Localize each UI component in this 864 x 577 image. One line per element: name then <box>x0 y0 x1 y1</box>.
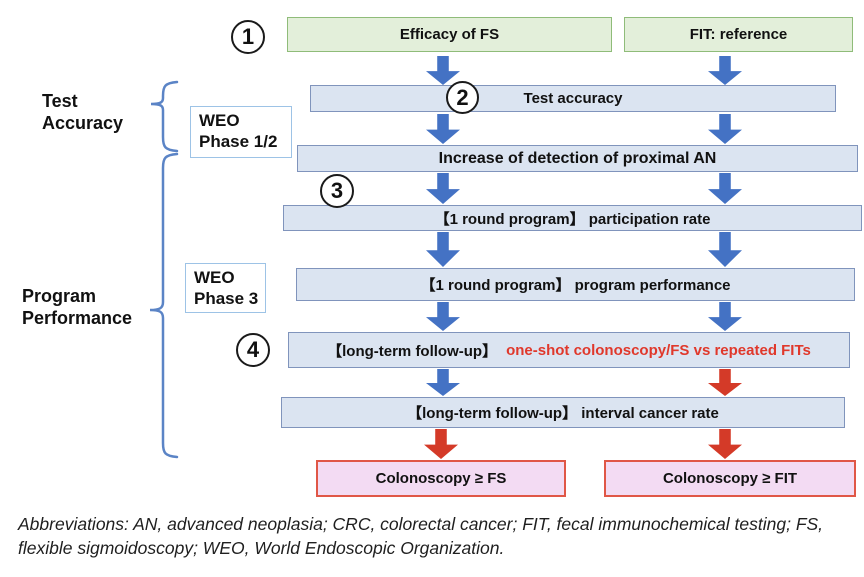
one-shot-vs-repeated-red-label: one-shot colonoscopy/FS vs repeated FITs <box>506 341 811 359</box>
weo-phase-1-2-box: WEO Phase 1/2 <box>190 106 292 158</box>
abbreviations-caption: Abbreviations: AN, advanced neoplasia; C… <box>18 512 858 560</box>
abbreviations-caption-line2: flexible sigmoidoscopy; WEO, World Endos… <box>18 538 505 559</box>
program-performance-row: 【1 round program】 program performance <box>296 268 855 301</box>
step-1-badge: 1 <box>231 20 265 54</box>
weo-phase-3-line1: WEO <box>194 268 235 287</box>
test-accuracy-row-label: Test accuracy <box>523 90 623 107</box>
program-performance-row-label: 【1 round program】 program performance <box>420 277 731 294</box>
participation-rate-row: 【1 round program】 participation rate <box>283 205 862 231</box>
down-arrow-red-icon <box>708 429 742 459</box>
colonoscopy-ge-fs-box: Colonoscopy ≥ FS <box>316 460 566 497</box>
participation-rate-row-label: 【1 round program】 participation rate <box>434 210 711 228</box>
test-accuracy-label: Test Accuracy <box>42 91 123 135</box>
down-arrow-icon <box>426 173 460 204</box>
program-performance-brace <box>149 152 179 459</box>
step-4-number: 4 <box>246 337 260 362</box>
down-arrow-icon <box>708 232 742 267</box>
program-performance-label: Program Performance <box>22 286 132 330</box>
down-arrow-icon <box>426 369 460 396</box>
down-arrow-icon <box>708 173 742 204</box>
colonoscopy-ge-fit-box: Colonoscopy ≥ FIT <box>604 460 856 497</box>
down-arrow-icon <box>708 302 742 331</box>
fit-reference-label: FIT: reference <box>689 26 788 43</box>
step-4-badge: 4 <box>236 333 270 367</box>
test-accuracy-line2: Accuracy <box>42 112 124 133</box>
down-arrow-icon <box>426 302 460 331</box>
step-2-badge: 2 <box>446 81 479 114</box>
step-3-badge: 3 <box>320 174 354 208</box>
efficacy-of-fs-label: Efficacy of FS <box>399 26 500 43</box>
down-arrow-red-icon <box>424 429 458 459</box>
down-arrow-icon <box>426 114 460 144</box>
down-arrow-red-icon <box>708 369 742 396</box>
step-3-number: 3 <box>330 178 344 203</box>
proximal-an-row-label: Increase of detection of proximal AN <box>438 149 717 167</box>
interval-cancer-rate-row-label: 【long-term follow-up】 interval cancer ra… <box>407 405 719 422</box>
test-accuracy-brace <box>150 80 179 153</box>
long-term-follow-up-black-label: 【long-term follow-up】 <box>327 342 498 360</box>
program-performance-line2: Performance <box>22 307 133 328</box>
long-term-follow-up-row: 【long-term follow-up】 one-shot colonoscop… <box>288 332 850 368</box>
weo-phase-3-box: WEO Phase 3 <box>185 263 266 313</box>
colonoscopy-ge-fs-label: Colonoscopy ≥ FS <box>375 470 507 487</box>
abbreviations-caption-line1: Abbreviations: AN, advanced neoplasia; C… <box>18 514 824 534</box>
weo-phase-1-2-line2: Phase 1/2 <box>199 132 278 152</box>
down-arrow-icon <box>426 56 460 85</box>
program-performance-line1: Program <box>22 286 97 306</box>
colonoscopy-ge-fit-label: Colonoscopy ≥ FIT <box>662 470 798 487</box>
down-arrow-icon <box>708 114 742 144</box>
test-accuracy-row: Test accuracy <box>310 85 836 112</box>
down-arrow-icon <box>426 232 460 267</box>
efficacy-of-fs-box: Efficacy of FS <box>287 17 612 52</box>
test-accuracy-line1: Test <box>42 91 78 111</box>
step-1-number: 1 <box>241 24 255 49</box>
weo-phase-1-2-line1: WEO <box>199 111 240 130</box>
proximal-an-row: Increase of detection of proximal AN <box>297 145 858 172</box>
fit-reference-box: FIT: reference <box>624 17 853 52</box>
interval-cancer-rate-row: 【long-term follow-up】 interval cancer ra… <box>281 397 845 428</box>
weo-phase-3-line2: Phase 3 <box>194 289 259 309</box>
step-2-number: 2 <box>456 84 469 110</box>
down-arrow-icon <box>708 56 742 85</box>
